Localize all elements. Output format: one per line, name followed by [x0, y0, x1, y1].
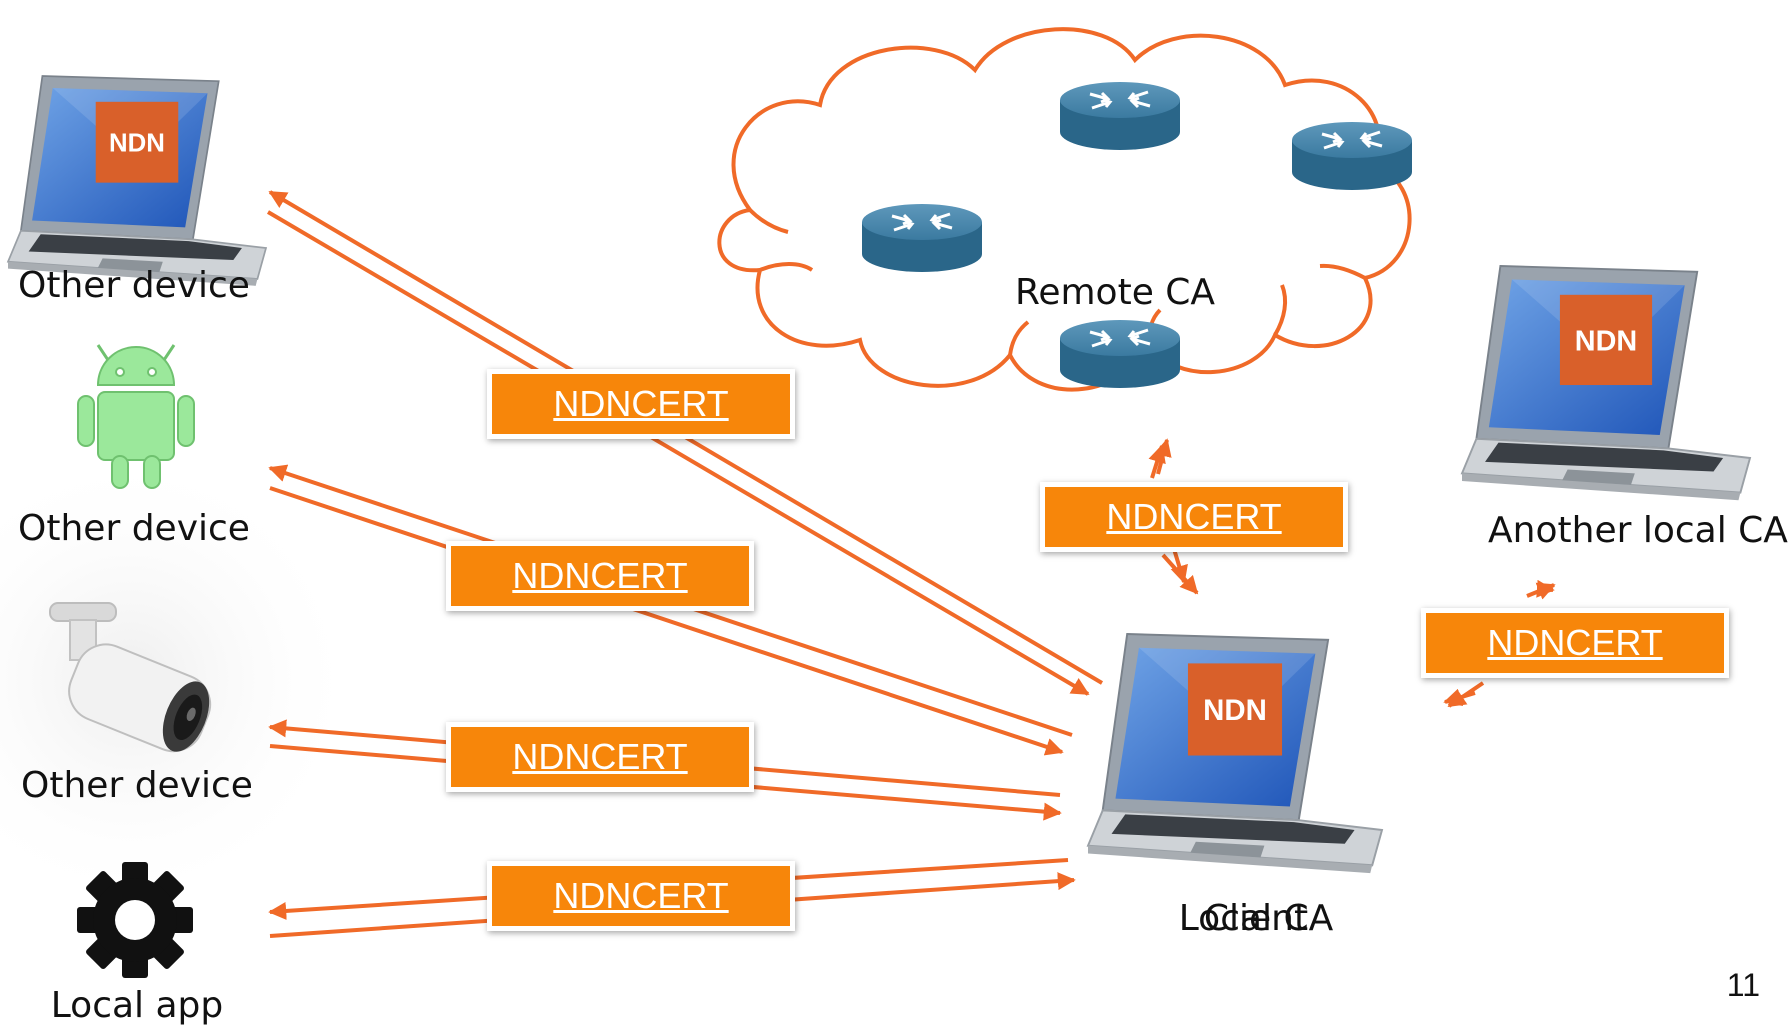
ndncert-tag-6: NDNCERT — [1421, 608, 1729, 678]
router-icon — [862, 204, 982, 272]
router-icon — [1060, 320, 1180, 388]
android-icon — [77, 344, 195, 489]
page-number: 11 — [1726, 967, 1760, 1003]
another-local-ca-label: Another local CA — [1488, 510, 1788, 551]
camera-icon — [49, 602, 212, 753]
arrow-line — [1536, 579, 1555, 598]
ndncert-tag-1: NDNCERT — [487, 369, 795, 439]
arrow-line — [1443, 688, 1476, 706]
local-ca-label: Local CA — [1178, 898, 1334, 939]
svg-text:NDN: NDN — [1575, 325, 1637, 357]
router-icon — [1060, 82, 1180, 150]
svg-text:NDN: NDN — [1203, 694, 1267, 727]
ndn-badge-icon: NDN — [1559, 294, 1653, 386]
ndncert-tag-3: NDNCERT — [446, 722, 754, 792]
gear-icon — [77, 862, 193, 978]
arrow-line — [266, 210, 1090, 696]
device-label-camera: Other device — [21, 765, 253, 806]
laptop-top-icon: NDN — [6, 75, 268, 286]
ndn-badge-icon: NDN — [1187, 663, 1283, 756]
arrow-line — [1148, 444, 1166, 479]
client-label: Client — [1203, 898, 1309, 939]
device-label-local-app: Local app — [50, 985, 224, 1026]
svg-text:NDN: NDN — [109, 130, 165, 158]
laptop-local-ca-icon: NDN — [1086, 632, 1384, 874]
ndn-badge-icon: NDN — [95, 101, 179, 183]
ndncert-tag-2: NDNCERT — [446, 541, 754, 611]
laptop-another-ca-icon: NDN — [1460, 265, 1752, 501]
device-label-android: Other device — [18, 508, 250, 549]
remote-ca-label: Remote CA — [1014, 272, 1216, 313]
device-label-laptop: Other device — [18, 265, 250, 306]
ndncert-tag-4: NDNCERT — [487, 861, 795, 931]
router-icon — [1292, 122, 1412, 190]
arrow-line — [1170, 548, 1188, 584]
routers — [862, 82, 1412, 388]
ndncert-tag-5: NDNCERT — [1040, 482, 1348, 552]
arrow-line — [269, 486, 1064, 756]
